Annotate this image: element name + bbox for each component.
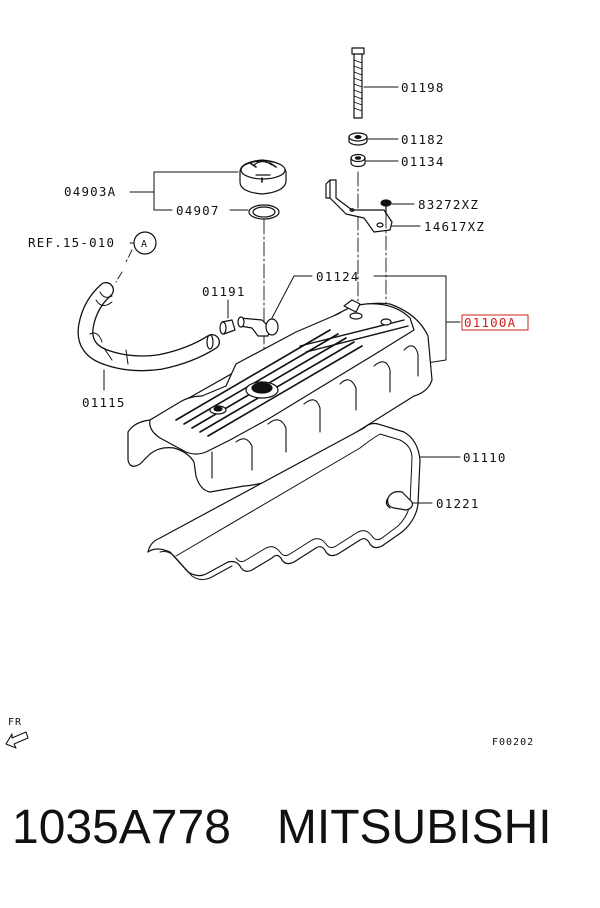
o-ring-04907 bbox=[248, 204, 280, 220]
label-01124: 01124 bbox=[316, 269, 360, 284]
part-number: 1035A778 bbox=[12, 801, 231, 854]
parts-diagram: 01198 01182 01134 04903A 04907 83272XZ 1… bbox=[5, 47, 534, 749]
grommet-01134 bbox=[350, 153, 366, 168]
bracket-14617XZ bbox=[325, 179, 393, 233]
plug-01221 bbox=[385, 491, 413, 511]
footer-caption: 1035A778 MITSUBISHI bbox=[12, 800, 600, 855]
pcv-fitting-01124 bbox=[237, 316, 279, 337]
ventilation-hose-01115 bbox=[77, 282, 220, 372]
label-fr: FR bbox=[8, 717, 22, 728]
figure-code: F00202 bbox=[492, 737, 534, 748]
highlight-box-01100A bbox=[461, 314, 529, 331]
gasket-01110 bbox=[147, 422, 421, 581]
label-83272XZ: 83272XZ bbox=[418, 197, 479, 212]
label-ref-circle: A bbox=[141, 239, 148, 250]
label-04907: 04907 bbox=[176, 203, 220, 218]
front-arrow-icon bbox=[5, 731, 29, 749]
rocker-cover-01100A bbox=[127, 299, 433, 493]
label-01221: 01221 bbox=[436, 496, 480, 511]
brand-name: MITSUBISHI bbox=[276, 801, 552, 854]
screw-83272XZ bbox=[380, 199, 392, 215]
label-04903A: 04903A bbox=[64, 184, 116, 199]
label-01110: 01110 bbox=[463, 450, 507, 465]
bolt-01198 bbox=[351, 47, 365, 119]
label-14617XZ: 14617XZ bbox=[424, 219, 485, 234]
oil-filler-cap-04903A bbox=[239, 159, 287, 195]
label-01191: 01191 bbox=[202, 284, 246, 299]
label-01182: 01182 bbox=[401, 132, 445, 147]
label-01100A[interactable]: 01100A bbox=[464, 315, 516, 330]
label-ref: REF.15-010 bbox=[28, 235, 115, 250]
pcv-valve-01191 bbox=[219, 319, 236, 335]
washer-01182 bbox=[348, 132, 368, 146]
label-01198: 01198 bbox=[401, 80, 445, 95]
label-01115: 01115 bbox=[82, 395, 126, 410]
label-01134: 01134 bbox=[401, 154, 445, 169]
